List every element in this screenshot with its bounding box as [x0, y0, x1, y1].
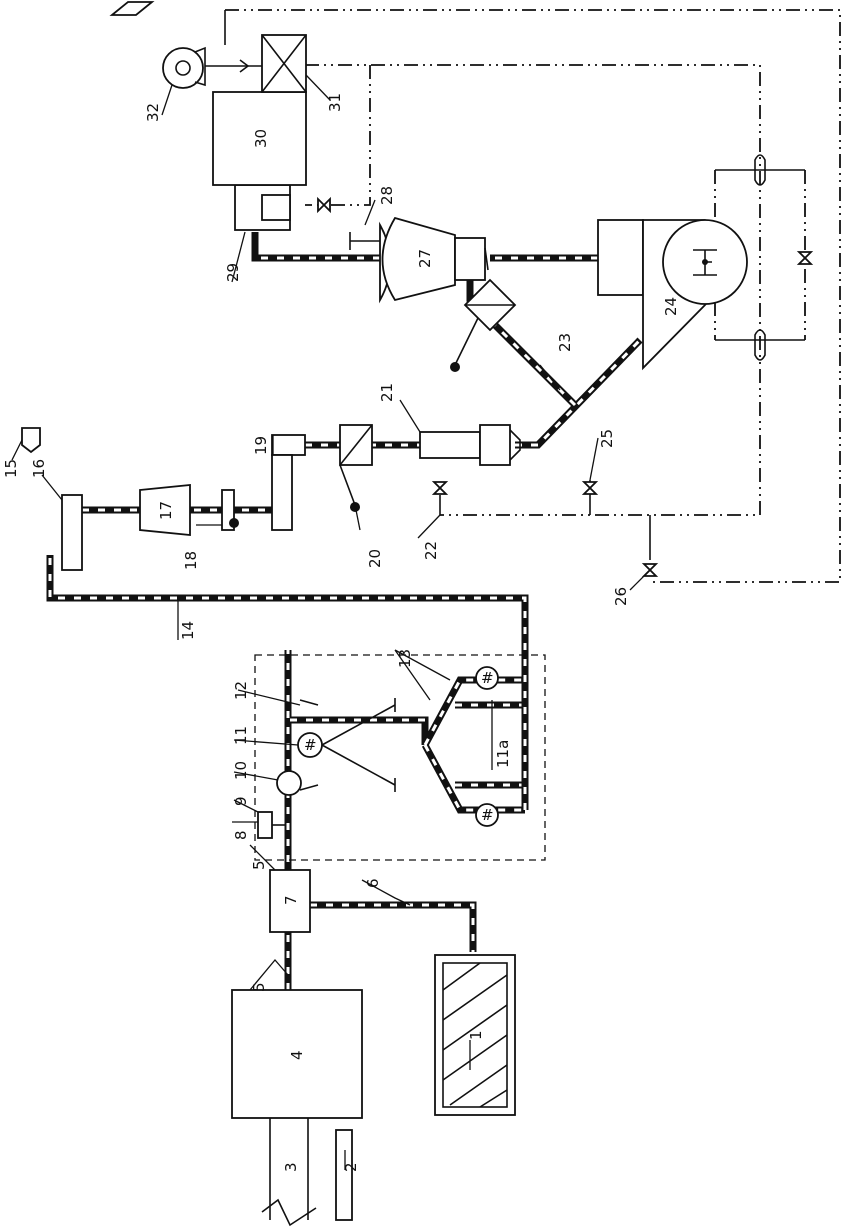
component-27 [379, 216, 489, 304]
labels: 1 2 3 4 5 5 6 7 8 9 10 11 11a 12 13 14 1… [2, 93, 680, 1172]
label-1: 1 [467, 1030, 485, 1040]
component-4 [231, 989, 363, 1119]
label-19: 19 [252, 436, 270, 455]
component-7 [269, 869, 311, 933]
component-11a: # # [475, 666, 499, 827]
label-6: 6 [364, 878, 382, 888]
component-24 [597, 219, 748, 371]
gas-line-30 [305, 65, 371, 206]
label-31: 31 [326, 93, 344, 112]
label-12: 12 [232, 681, 250, 700]
label-21: 21 [378, 383, 396, 402]
label-20: 20 [366, 549, 384, 568]
valve-22 [431, 481, 449, 495]
label-5b: 5 [250, 860, 268, 870]
label-15: 15 [2, 459, 20, 478]
svg-text:#: # [481, 669, 494, 687]
component-20 [339, 424, 373, 512]
label-3: 3 [282, 1162, 300, 1172]
crossover-bulbs [754, 154, 766, 361]
component-23-separator [450, 278, 517, 372]
label-2: 2 [342, 1162, 360, 1172]
component-19 [271, 434, 306, 531]
gas-line-inner [305, 64, 761, 516]
gas-lines [225, 9, 841, 583]
component-29 [234, 184, 291, 231]
label-24: 24 [662, 297, 680, 316]
component-18 [221, 489, 239, 531]
label-11a: 11a [494, 740, 512, 768]
label-26: 26 [612, 587, 630, 606]
component-15 [21, 427, 41, 454]
component-28 [349, 232, 380, 250]
label-29: 29 [224, 263, 242, 282]
valve-25 [581, 481, 599, 495]
valve-24 [796, 251, 814, 265]
gas-line-outer [225, 9, 841, 583]
component-11: # [297, 698, 396, 792]
label-23: 23 [556, 333, 574, 352]
label-22: 22 [422, 541, 440, 560]
label-16: 16 [30, 459, 48, 478]
component-31 [261, 34, 307, 93]
pipe-21-24 [515, 337, 643, 449]
label-11: 11 [232, 726, 250, 745]
svg-text:#: # [304, 736, 317, 754]
distribution-block [254, 654, 546, 861]
component-8-9 [257, 811, 285, 839]
pipe-split-13a [421, 676, 525, 747]
leader-lines [11, 74, 651, 1170]
label-27: 27 [416, 249, 434, 268]
component-32 [109, 1, 262, 89]
label-7: 7 [282, 895, 300, 905]
component-17 [139, 484, 191, 536]
label-5a: 5 [250, 982, 268, 992]
label-10: 10 [232, 761, 250, 780]
svg-text:#: # [481, 806, 494, 824]
label-9: 9 [232, 796, 250, 806]
label-28: 28 [378, 186, 396, 205]
pipe-6 [310, 901, 477, 952]
component-21 [419, 424, 521, 466]
component-2 [335, 1129, 353, 1221]
label-30: 30 [252, 129, 270, 148]
label-14: 14 [179, 621, 197, 640]
component-16 [61, 494, 83, 571]
component-10 [276, 770, 302, 796]
label-8: 8 [232, 830, 250, 840]
material-pipes [46, 232, 643, 990]
valve-29 [317, 196, 331, 214]
label-18: 18 [182, 551, 200, 570]
label-4: 4 [288, 1050, 306, 1060]
component-1 [434, 954, 516, 1116]
pipe-27-29 [251, 232, 380, 262]
label-13: 13 [396, 649, 414, 668]
label-25: 25 [598, 429, 616, 448]
label-32: 32 [144, 103, 162, 122]
component-3 [261, 1118, 317, 1227]
component-30 [212, 91, 307, 186]
label-17: 17 [157, 501, 175, 520]
